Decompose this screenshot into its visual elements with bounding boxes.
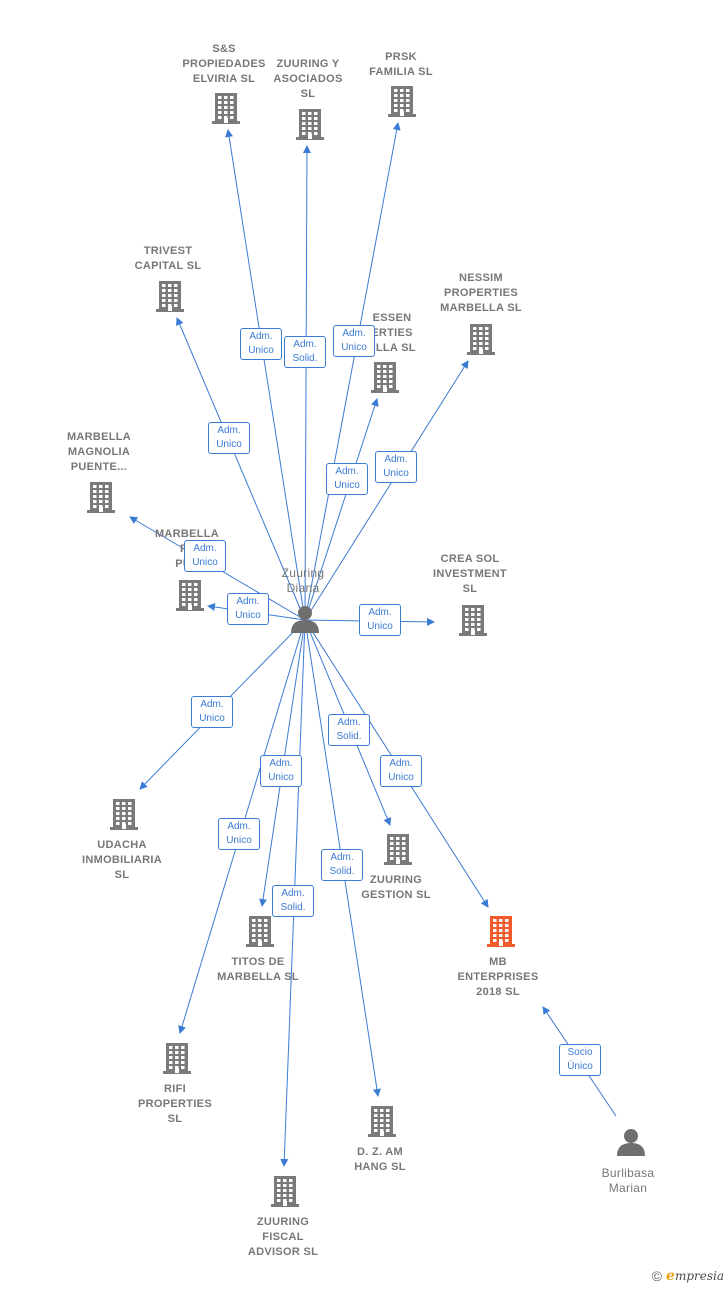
person-icon[interactable] [617, 1129, 645, 1156]
building-icon[interactable] [271, 1176, 299, 1207]
edge-label-trivest[interactable]: Adm. Unico [208, 422, 250, 454]
edge-label-mb[interactable]: Adm. Unico [380, 755, 422, 787]
building-icon[interactable] [368, 1106, 396, 1137]
node-label-zfa[interactable]: ZUURING FISCAL ADVISOR SL [247, 1216, 319, 1258]
node-label-titos[interactable]: TITOS DE MARBELLA SL [217, 956, 299, 983]
edge-label-zgest[interactable]: Adm. Solid. [328, 714, 370, 746]
node-label-zgest[interactable]: ZUURING GESTION SL [361, 874, 431, 901]
edge-label-essen[interactable]: Adm. Unico [326, 463, 368, 495]
building-icon[interactable] [384, 834, 412, 865]
node-label-rifi[interactable]: RIFI PROPERTIES SL [138, 1083, 212, 1125]
node-label-dz[interactable]: D. Z. AM HANG SL [354, 1146, 406, 1173]
person-icon[interactable] [291, 606, 319, 633]
building-icon[interactable] [212, 93, 240, 124]
node-label-crea[interactable]: CREA SOL INVESTMENT SL [433, 553, 507, 595]
edge-label-sys[interactable]: Adm. Unico [240, 328, 282, 360]
building-icon[interactable] [296, 109, 324, 140]
building-icon[interactable] [176, 580, 204, 611]
edge-label-udacha[interactable]: Adm. Unico [191, 696, 233, 728]
node-label-mb[interactable]: MB ENTERPRISES 2018 SL [457, 956, 539, 998]
building-icon[interactable] [163, 1043, 191, 1074]
edge-label-nessim[interactable]: Adm. Unico [375, 451, 417, 483]
node-label-nessim[interactable]: NESSIM PROPERTIES MARBELLA SL [440, 272, 522, 314]
node-label-trivest[interactable]: TRIVEST CAPITAL SL [134, 245, 202, 272]
building-icon[interactable] [487, 916, 515, 947]
node-label-zya[interactable]: ZUURING Y ASOCIADOS SL [273, 58, 343, 100]
edge-label-mb-burli[interactable]: Socio Único [559, 1044, 601, 1076]
node-label-mmp[interactable]: MARBELLA MAGNOLIA PUENTE... [66, 431, 132, 473]
node-label-sys[interactable]: S&S PROPIEDADES ELVIRIA SL [182, 43, 266, 85]
building-icon[interactable] [388, 86, 416, 117]
edge-label-dz[interactable]: Adm. Solid. [321, 849, 363, 881]
edge-label-prsk[interactable]: Adm. Unico [333, 325, 375, 357]
building-icon[interactable] [371, 362, 399, 393]
node-label-prsk[interactable]: PRSK FAMILIA SL [369, 51, 433, 78]
building-icon[interactable] [87, 482, 115, 513]
edge-center-zya [302, 145, 311, 621]
node-label-udacha[interactable]: UDACHA INMOBILIARIA SL [82, 839, 162, 881]
edge-label-zya[interactable]: Adm. Solid. [284, 336, 326, 368]
building-icon[interactable] [459, 605, 487, 636]
edge-center-nessim [304, 360, 469, 621]
footer: © empresia [652, 1268, 724, 1284]
building-icon[interactable] [156, 281, 184, 312]
edge-label-rifi[interactable]: Adm. Unico [218, 818, 260, 850]
node-label-essen[interactable]: ESSEN ERTIES ELLA SL [368, 312, 416, 354]
edge-label-mmp[interactable]: Adm. Unico [184, 540, 226, 572]
building-icon[interactable] [467, 324, 495, 355]
edge-label-titos[interactable]: Adm. Unico [260, 755, 302, 787]
building-icon[interactable] [246, 916, 274, 947]
edge-center-essen [304, 398, 379, 621]
empresia-logo[interactable]: empresia [666, 1268, 724, 1284]
building-icon[interactable] [110, 799, 138, 830]
edge-center-sys [225, 129, 306, 621]
edge-label-crea[interactable]: Adm. Unico [359, 604, 401, 636]
center-person-label[interactable]: Zuuring Diana [281, 566, 325, 595]
edge-center-trivest [176, 317, 306, 621]
edge-label-zfa[interactable]: Adm. Solid. [272, 885, 314, 917]
edge-label-mfp[interactable]: Adm. Unico [227, 593, 269, 625]
copyright-symbol: © [651, 1268, 663, 1284]
edge-center-prsk [304, 122, 401, 621]
node-label-burli[interactable]: Burlibasa Marian [601, 1166, 655, 1195]
